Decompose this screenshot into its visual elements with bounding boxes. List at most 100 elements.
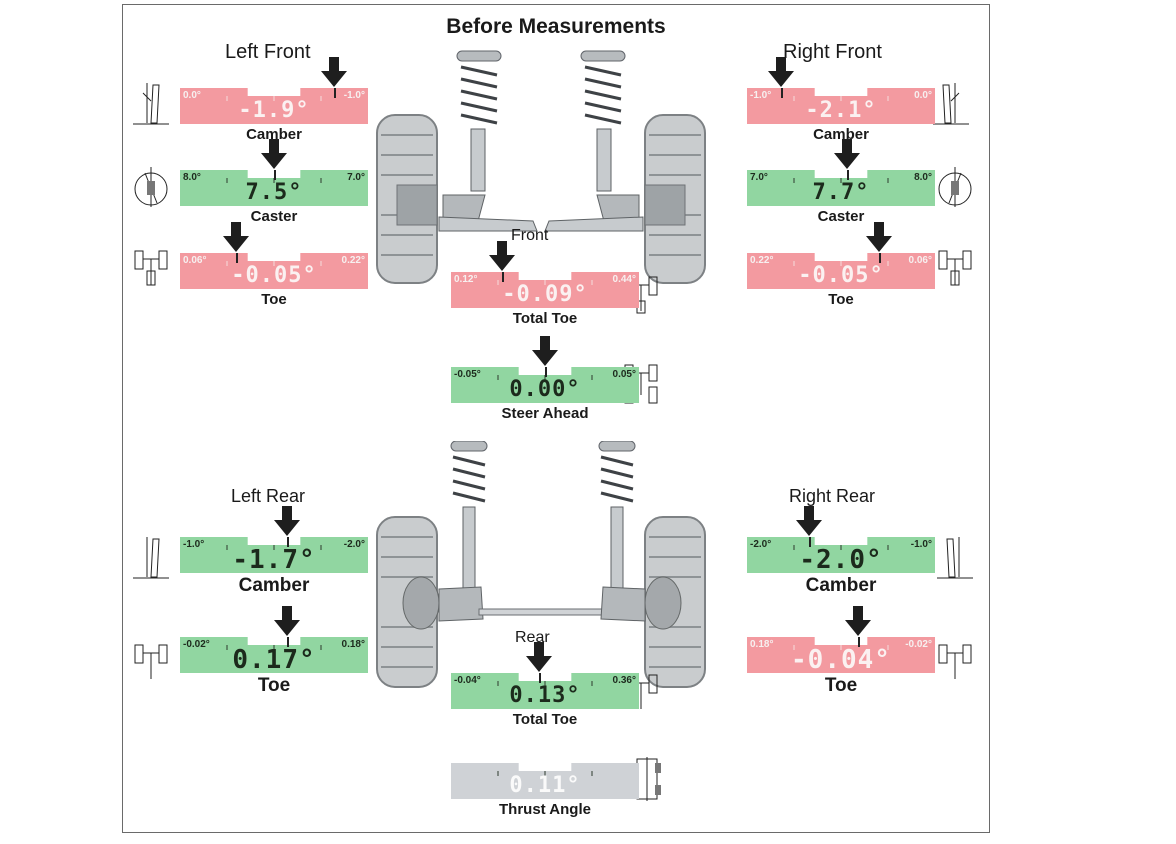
gauge-bar xyxy=(180,537,368,573)
gauge-bar xyxy=(747,637,935,673)
pointer-arrow-icon xyxy=(834,139,860,169)
gauge-value: -0.04° xyxy=(791,645,891,675)
gauge-bar xyxy=(747,170,935,206)
gauge-bar xyxy=(451,763,639,799)
gauge-max-label: 8.0° xyxy=(914,172,932,183)
camber-diagram-icon xyxy=(133,83,169,125)
gauge-min-label: -0.05° xyxy=(454,369,481,380)
pointer-arrow-icon xyxy=(768,57,794,87)
gauge-max-label: -1.0° xyxy=(343,90,365,101)
gauge-label: Total Toe xyxy=(512,310,578,327)
gauge-min-label: 0.22° xyxy=(750,255,774,266)
right-front-caster-gauge: 7.0° 8.0° 7.7° Caster xyxy=(747,139,935,225)
gauge-max-label: 0.22° xyxy=(341,255,365,266)
right-front-toe-gauge: 0.22°0.06°-0.05°Toe xyxy=(747,222,935,308)
gauge-bar xyxy=(451,673,639,709)
steer-ahead-gauge: -0.05°0.05°0.00°Steer Ahead xyxy=(451,336,639,422)
pointer-arrow-icon xyxy=(526,642,552,672)
gauge-label: Camber xyxy=(813,126,869,143)
front-suspension-illustration xyxy=(376,50,706,284)
gauge-label: Toe xyxy=(828,291,854,308)
left-front-camber-gauge: 0.0° -1.0° -1.9° Camber xyxy=(180,57,368,143)
caster-diagram-icon xyxy=(134,167,168,207)
pointer-arrow-icon xyxy=(796,506,822,536)
front-center-label: Front xyxy=(511,227,549,244)
gauge-max-label: 0.06° xyxy=(908,255,932,266)
gauge-value: 0.11° xyxy=(509,773,581,798)
left-rear-camber-gauge: -1.0° -2.0° -1.7°Camber xyxy=(180,506,368,596)
pointer-marker xyxy=(545,367,547,377)
gauge-bar xyxy=(180,637,368,673)
camber-diagram-icon xyxy=(933,83,969,125)
right-front-camber-gauge: -1.0°0.0°-2.1°Camber xyxy=(747,57,935,143)
gauge-max-label: 0.36° xyxy=(612,675,636,686)
left-front-label: Left Front xyxy=(225,41,311,63)
gauge-bar xyxy=(451,272,639,308)
pointer-marker xyxy=(539,673,541,683)
pointer-marker xyxy=(809,537,811,547)
gauge-value: 7.7° xyxy=(812,180,870,205)
left-rear-label: Left Rear xyxy=(231,486,306,506)
gauge-label: Caster xyxy=(817,208,865,225)
gauge-max-label: 0.18° xyxy=(341,639,365,650)
pointer-marker xyxy=(274,170,276,180)
gauge-label: Toe xyxy=(257,675,291,696)
gauge-label: Steer Ahead xyxy=(501,405,589,422)
gauge-value: -1.9° xyxy=(238,98,310,123)
page-title: Before Measurements xyxy=(446,15,666,38)
gauge-min-label: 7.0° xyxy=(750,172,768,183)
gauge-label: Camber xyxy=(246,126,302,143)
gauge-label: Toe xyxy=(824,675,858,696)
toe-diagram-icon xyxy=(938,644,972,679)
right-rear-toe-gauge: 0.18° -0.02° -0.04°Toe xyxy=(747,606,935,696)
gauge-value: -1.7° xyxy=(232,545,316,575)
gauge-min-label: 0.12° xyxy=(454,274,478,285)
pointer-arrow-icon xyxy=(274,506,300,536)
gauge-min-label: -2.0° xyxy=(750,539,772,550)
right-rear-label: Right Rear xyxy=(789,486,876,506)
gauge-max-label: 0.44° xyxy=(612,274,636,285)
pointer-marker xyxy=(879,253,881,263)
report-frame: Before Measurements xyxy=(122,4,990,833)
gauge-value: 7.5° xyxy=(245,180,303,205)
gauge-min-label: 0.18° xyxy=(750,639,774,650)
gauge-min-label: 8.0° xyxy=(183,172,201,183)
gauge-min-label: -0.04° xyxy=(454,675,481,686)
gauge-bar xyxy=(747,537,935,573)
gauge-min-label: -0.02° xyxy=(183,639,210,650)
camber-diagram-icon xyxy=(937,537,973,579)
left-front-caster-gauge: 8.0°7.0°7.5°Caster xyxy=(180,139,368,225)
gauge-max-label: -1.0° xyxy=(910,539,932,550)
pointer-arrow-icon xyxy=(261,139,287,169)
pointer-arrow-icon xyxy=(532,336,558,366)
pointer-arrow-icon xyxy=(223,222,249,252)
gauge-max-label: -0.02° xyxy=(905,639,932,650)
camber-diagram-icon xyxy=(133,537,169,579)
gauge-min-label: 0.0° xyxy=(183,90,201,101)
gauge-label: Camber xyxy=(238,575,310,596)
caster-diagram-icon xyxy=(938,167,972,207)
pointer-marker xyxy=(502,272,504,282)
gauge-bar xyxy=(180,253,368,289)
front-total-toe-gauge: 0.12°0.44°-0.09°Total Toe xyxy=(451,241,639,327)
gauge-value: -2.0° xyxy=(799,545,883,575)
gauge-value: 0.13° xyxy=(509,683,581,708)
rear-total-toe-gauge: -0.04°0.36°0.13°Total Toe xyxy=(451,642,639,728)
gauge-min-label: -1.0° xyxy=(183,539,205,550)
pointer-marker xyxy=(334,88,336,98)
pointer-marker xyxy=(781,88,783,98)
gauge-max-label: -2.0° xyxy=(343,539,365,550)
pointer-marker xyxy=(287,637,289,647)
pointer-marker xyxy=(847,170,849,180)
toe-diagram-icon xyxy=(938,250,972,286)
pointer-arrow-icon xyxy=(845,606,871,636)
gauge-max-label: 0.0° xyxy=(914,90,932,101)
toe-diagram-icon xyxy=(134,644,168,679)
gauge-value: -0.05° xyxy=(231,263,317,288)
pointer-arrow-icon xyxy=(274,606,300,636)
gauge-label: Camber xyxy=(805,575,877,596)
gauge-value: 0.00° xyxy=(509,377,581,402)
left-rear-toe-gauge: -0.02°0.18°0.17°Toe xyxy=(180,606,368,696)
gauge-label: Toe xyxy=(261,291,287,308)
pointer-arrow-icon xyxy=(489,241,515,271)
